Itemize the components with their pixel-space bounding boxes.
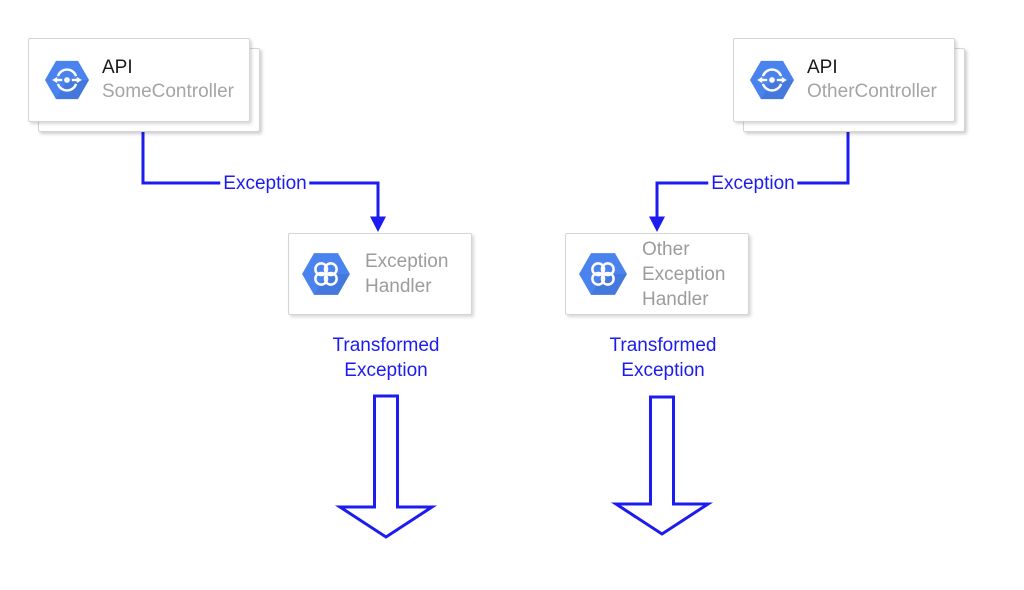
left-exception-wire-label: Exception (220, 173, 310, 195)
right-hollow-down-arrow-icon (610, 395, 714, 536)
right-transformed-exception-label: Transformed Exception (610, 333, 717, 383)
handler-label-line: Other (642, 238, 690, 260)
api-node-labels: API OtherController (807, 56, 937, 104)
transformed-label-line: Transformed (332, 335, 440, 356)
left-hollow-down-arrow-icon (334, 394, 438, 539)
handler-node-labels: Exception Handler (365, 249, 448, 299)
api-node-subtitle: OtherController (807, 81, 937, 102)
exception-handler-icon (579, 253, 627, 295)
handler-node-labels: Other Exception Handler (642, 237, 725, 312)
exception-handler-node: Exception Handler (288, 233, 472, 315)
handler-label-line: Handler (642, 288, 709, 310)
right-exception-wire-label: Exception (708, 173, 798, 195)
left-transformed-exception-label: Transformed Exception (333, 333, 440, 383)
api-node-subtitle: SomeController (102, 81, 234, 102)
api-node-some-controller: API SomeController (28, 38, 250, 122)
transformed-label-line: Exception (621, 360, 705, 381)
api-node-labels: API SomeController (102, 56, 234, 104)
transformed-label-line: Exception (344, 360, 428, 381)
api-icon (749, 60, 795, 100)
handler-label-line: Handler (365, 276, 432, 297)
handler-node-body: Exception Handler (289, 234, 471, 314)
handler-node-body: Other Exception Handler (566, 234, 748, 314)
api-node-title: API (807, 57, 838, 78)
right-exception-arrowhead-icon (649, 216, 665, 232)
api-node-body: API SomeController (29, 39, 249, 121)
left-exception-arrowhead-icon (370, 216, 386, 232)
api-node-body: API OtherController (734, 39, 954, 121)
other-exception-handler-node: Other Exception Handler (565, 233, 749, 315)
api-icon (44, 60, 90, 100)
transformed-label-line: Transformed (609, 335, 717, 356)
exception-handler-icon (302, 253, 350, 295)
api-node-title: API (102, 57, 133, 78)
handler-label-line: Exception (642, 263, 726, 285)
api-node-other-controller: API OtherController (733, 38, 955, 122)
handler-label-line: Exception (365, 251, 449, 272)
